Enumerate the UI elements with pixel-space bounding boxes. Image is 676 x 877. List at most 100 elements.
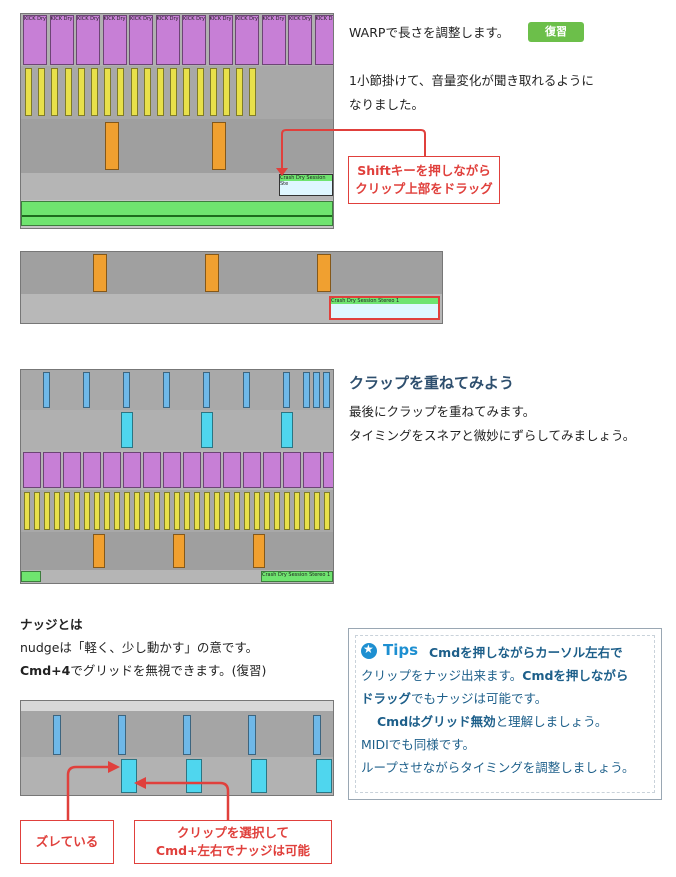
hihat-clip[interactable] xyxy=(64,492,70,530)
crash-clip[interactable] xyxy=(21,571,41,582)
perc-clip[interactable] xyxy=(163,372,170,408)
perc-clip[interactable] xyxy=(118,715,126,755)
clap-clip[interactable] xyxy=(316,759,332,793)
kick-clip[interactable]: KICK Dry xyxy=(182,15,206,65)
crash-clip-stretched[interactable]: Crash Dry Session Ste xyxy=(279,174,333,196)
snare-clip[interactable] xyxy=(105,122,119,170)
kick-clip[interactable]: KICK Dry xyxy=(49,15,74,65)
hihat-clip[interactable] xyxy=(157,68,164,116)
hihat-clip[interactable] xyxy=(34,492,40,530)
kick-clip[interactable] xyxy=(123,452,141,488)
hihat-clip[interactable] xyxy=(324,492,330,530)
hihat-clip[interactable] xyxy=(134,492,140,530)
perc-clip[interactable] xyxy=(323,372,330,408)
hihat-clip[interactable] xyxy=(114,492,120,530)
perc-clip[interactable] xyxy=(243,372,250,408)
hihat-clip[interactable] xyxy=(25,68,32,116)
perc-clip[interactable] xyxy=(313,715,321,755)
kick-clip[interactable] xyxy=(103,452,121,488)
hihat-clip[interactable] xyxy=(236,68,244,116)
hihat-clip[interactable] xyxy=(130,68,138,116)
clap-clip[interactable] xyxy=(201,412,213,448)
kick-clip[interactable] xyxy=(163,452,181,488)
hihat-clip[interactable] xyxy=(54,492,60,530)
kick-clip[interactable]: KICK Dry xyxy=(129,15,153,65)
hihat-clip[interactable] xyxy=(196,68,204,116)
kick-clip[interactable] xyxy=(143,452,161,488)
kick-clip[interactable]: KICK Dry xyxy=(23,15,47,65)
hihat-clip[interactable] xyxy=(38,68,46,116)
clap-clip[interactable] xyxy=(121,759,137,793)
perc-clip[interactable] xyxy=(53,715,61,755)
hihat-clip[interactable] xyxy=(91,68,98,116)
snare-clip[interactable] xyxy=(212,122,226,170)
perc-clip[interactable] xyxy=(248,715,256,755)
kick-clip[interactable]: KICK Dry xyxy=(235,15,259,65)
kick-clip[interactable] xyxy=(23,452,41,488)
hihat-clip[interactable] xyxy=(254,492,260,530)
hihat-clip[interactable] xyxy=(144,492,150,530)
hihat-clip[interactable] xyxy=(154,492,160,530)
hihat-clip[interactable] xyxy=(224,492,230,530)
kick-clip[interactable] xyxy=(203,452,221,488)
hihat-clip[interactable] xyxy=(184,492,190,530)
hihat-clip[interactable] xyxy=(104,68,112,116)
hihat-clip[interactable] xyxy=(209,68,217,116)
hihat-clip[interactable] xyxy=(44,492,50,530)
kick-clip[interactable]: KICK Dry xyxy=(288,15,312,65)
perc-clip[interactable] xyxy=(43,372,50,408)
hihat-clip[interactable] xyxy=(51,68,59,116)
clap-clip[interactable] xyxy=(281,412,293,448)
hihat-clip[interactable] xyxy=(304,492,310,530)
hihat-clip[interactable] xyxy=(174,492,180,530)
kick-clip[interactable] xyxy=(183,452,201,488)
hihat-clip[interactable] xyxy=(124,492,130,530)
kick-clip[interactable] xyxy=(263,452,281,488)
hihat-clip[interactable] xyxy=(117,68,125,116)
hihat-clip[interactable] xyxy=(214,492,220,530)
hihat-clip[interactable] xyxy=(104,492,110,530)
hihat-clip[interactable] xyxy=(164,492,170,530)
crash-clip-highlight[interactable]: Crash Dry Session Stereo 1 xyxy=(329,296,440,320)
kick-clip[interactable] xyxy=(323,452,333,488)
snare-clip[interactable] xyxy=(173,534,185,568)
kick-clip[interactable] xyxy=(83,452,101,488)
kick-clip[interactable]: KICK Dry xyxy=(208,15,233,65)
hihat-clip[interactable] xyxy=(284,492,290,530)
hihat-clip[interactable] xyxy=(204,492,210,530)
hihat-clip[interactable] xyxy=(94,492,100,530)
kick-clip[interactable] xyxy=(283,452,301,488)
kick-clip[interactable] xyxy=(303,452,321,488)
perc-clip[interactable] xyxy=(303,372,310,408)
hihat-clip[interactable] xyxy=(194,492,200,530)
crash-clip[interactable]: Crash Dry Session Stereo 1 xyxy=(261,571,333,582)
audio-clip[interactable] xyxy=(21,201,333,226)
snare-clip[interactable] xyxy=(253,534,265,568)
kick-clip[interactable]: KICK Dry xyxy=(155,15,180,65)
hihat-clip[interactable] xyxy=(84,492,90,530)
hihat-clip[interactable] xyxy=(143,68,151,116)
hihat-clip[interactable] xyxy=(234,492,240,530)
hihat-clip[interactable] xyxy=(170,68,178,116)
clap-clip[interactable] xyxy=(186,759,202,793)
hihat-clip[interactable] xyxy=(74,492,80,530)
snare-clip[interactable] xyxy=(317,254,331,292)
hihat-clip[interactable] xyxy=(183,68,191,116)
kick-clip[interactable] xyxy=(223,452,241,488)
clap-clip[interactable] xyxy=(121,412,133,448)
snare-clip[interactable] xyxy=(93,534,105,568)
kick-clip[interactable] xyxy=(243,452,261,488)
kick-clip[interactable]: KICK Dry xyxy=(261,15,286,65)
hihat-clip[interactable] xyxy=(223,68,230,116)
perc-clip[interactable] xyxy=(203,372,210,408)
hihat-clip[interactable] xyxy=(294,492,300,530)
hihat-clip[interactable] xyxy=(264,492,270,530)
snare-clip[interactable] xyxy=(205,254,219,292)
snare-clip[interactable] xyxy=(93,254,107,292)
perc-clip[interactable] xyxy=(123,372,130,408)
hihat-clip[interactable] xyxy=(24,492,30,530)
kick-clip[interactable]: KICK Dry xyxy=(76,15,100,65)
perc-clip[interactable] xyxy=(283,372,290,408)
hihat-clip[interactable] xyxy=(77,68,85,116)
hihat-clip[interactable] xyxy=(64,68,72,116)
